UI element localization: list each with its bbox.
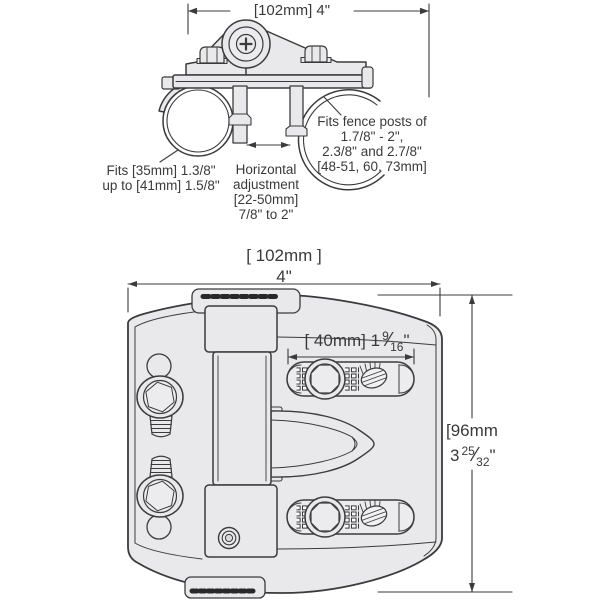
side-width-dimension-label: [102mm] 4" — [253, 2, 331, 19]
adjustment-slot-upper — [286, 358, 415, 400]
height-dim-metric: [96mm — [446, 421, 498, 440]
slot-dim-fraction: 9⁄16 — [382, 329, 404, 354]
adjustment-legs — [228, 85, 308, 144]
tension-knob-upper — [136, 353, 184, 438]
fence-post-sizes-line2: 1.7/8" - 2", — [340, 129, 404, 144]
mounting-plate — [161, 66, 374, 90]
fence-post-sizes-line3: 2.3/8" and 2.7/8" — [322, 144, 422, 159]
adjustment-slot-lower — [286, 496, 415, 538]
side-width-dimension — [187, 3, 430, 98]
horizontal-adjustment-line3: [22-50mm] — [233, 192, 299, 207]
latch-tongue — [267, 406, 375, 482]
front-width-imperial: 4" — [276, 267, 292, 286]
slot-dim-prefix: [ 40mm] 1 — [304, 331, 381, 350]
right-bolt — [300, 45, 332, 64]
hinge-pivot — [221, 19, 271, 69]
center-column — [204, 305, 278, 558]
fence-post-sizes-label: Fits fence posts of 1.7/8" - 2", 2.3/8" … — [317, 114, 427, 174]
horizontal-adjustment-line4: 7/8" to 2" — [238, 207, 294, 222]
leader-line-left — [159, 149, 179, 163]
horizontal-adjustment-dimension — [246, 142, 291, 148]
height-dim-suffix: " — [489, 446, 496, 465]
front-width-dimension — [127, 281, 441, 317]
horizontal-adjustment-line1: Horizontal — [235, 162, 297, 177]
body-inner-edges — [134, 310, 437, 560]
height-dimension-lines — [377, 294, 513, 593]
front-view-drawing — [127, 281, 513, 599]
height-dim-fraction: 25⁄32 — [461, 444, 490, 469]
fence-post-arc — [297, 89, 385, 191]
left-post-capacity-line1: Fits [35mm] 1.3/8" — [106, 163, 216, 178]
fence-post-sizes-line1: Fits fence posts of — [317, 114, 427, 129]
leader-line-right — [323, 96, 342, 116]
height-dim-whole: 3 — [450, 446, 460, 465]
left-post-capacity-line2: up to [41mm] 1.5/8" — [102, 178, 220, 193]
front-width-dimension-label: [ 102mm ] 4" — [246, 245, 322, 287]
horizontal-adjustment-label: Horizontal adjustment [22-50mm] 7/8" to … — [233, 162, 299, 222]
screw-hole — [217, 526, 241, 550]
slot-dim-suffix: " — [403, 331, 410, 350]
side-view-drawing — [158, 3, 430, 191]
bottom-grip-tab — [184, 576, 266, 599]
left-post-capacity-label: Fits [35mm] 1.3/8" up to [41mm] 1.5/8" — [102, 163, 219, 193]
slot-dimension-lines — [287, 348, 415, 365]
fence-post-sizes-line4: [48-51, 60, 73mm] — [317, 159, 427, 174]
front-width-metric: [ 102mm ] — [246, 246, 322, 265]
horizontal-adjustment-line2: adjustment — [232, 177, 300, 192]
pivot-screw-icon — [235, 33, 257, 55]
